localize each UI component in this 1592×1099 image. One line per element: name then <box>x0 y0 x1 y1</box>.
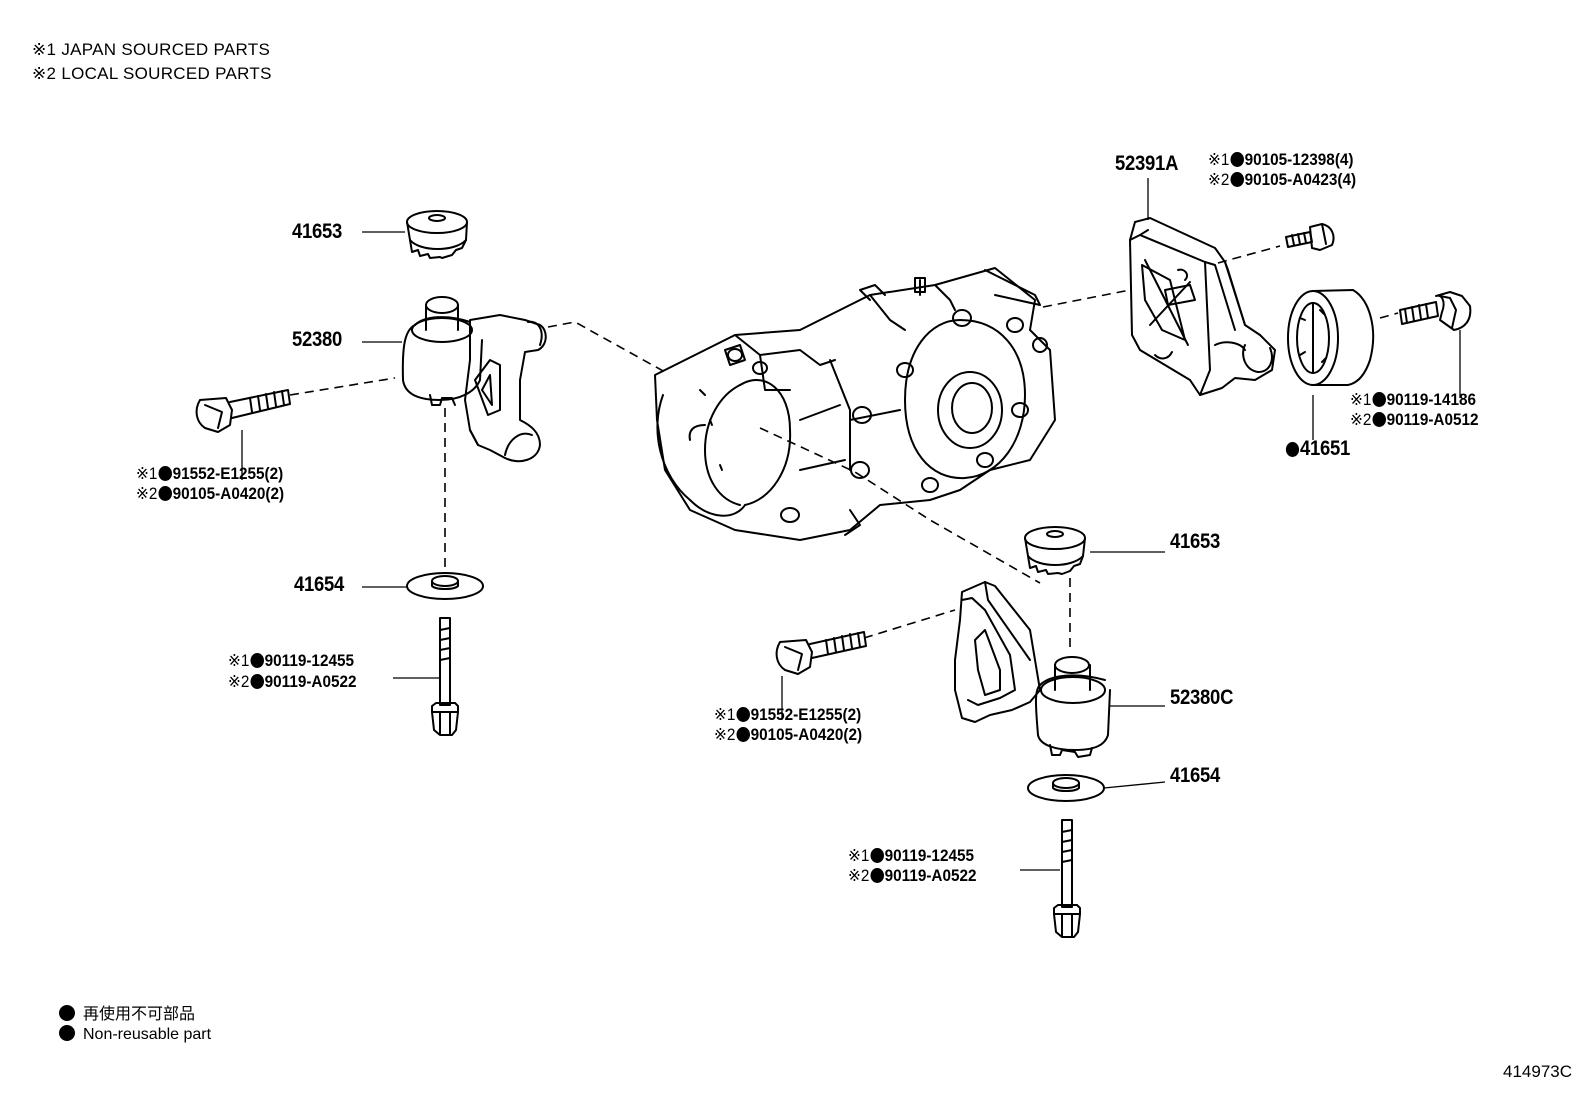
legend-jp-text: 再使用不可部品 <box>83 1006 196 1023</box>
bushing-41651 <box>1287 289 1375 386</box>
label-center-bolt-japan: ※1 91552-E1255(2) <box>714 705 861 725</box>
label-left-bolt-japan: ※1 91552-E1255(2) <box>136 464 283 484</box>
filled-circle-icon <box>736 727 750 742</box>
label-41653-right: 41653 <box>1170 530 1221 553</box>
bolt-left-vertical <box>431 617 459 736</box>
label-right-lower-bolt-japan: ※1 90119-12455 <box>848 846 974 866</box>
label-52380: 52380 <box>292 328 343 351</box>
bolt-right-horizontal <box>1399 291 1472 331</box>
note-local-sourced: ※2 LOCAL SOURCED PARTS <box>32 64 272 83</box>
washer-41654-left <box>406 572 484 600</box>
label-right-lower-bolt-local: ※2 90119-A0522 <box>848 866 977 886</box>
label-52380C: 52380C <box>1170 686 1234 709</box>
part-number: 91552-E1255(2) <box>750 705 862 724</box>
cap-41653-top <box>406 210 468 259</box>
marker-2: ※2 <box>136 484 158 503</box>
filled-circle-icon <box>59 1025 75 1041</box>
filled-circle-icon <box>158 466 172 481</box>
part-number: 91552-E1255(2) <box>172 464 284 483</box>
label-41651: 41651 <box>1285 437 1350 461</box>
label-center-bolt-local: ※2 90105-A0420(2) <box>714 725 862 745</box>
part-number: 90105-A0420(2) <box>750 725 863 744</box>
washer-41654-right <box>1027 774 1105 802</box>
legend-japanese: 再使用不可部品 <box>58 1000 195 1024</box>
filled-circle-icon <box>1230 172 1244 187</box>
mount-52380 <box>401 296 547 463</box>
marker-2: ※2 <box>714 725 736 744</box>
label-right-bolt-local: ※2 90119-A0512 <box>1350 410 1479 430</box>
differential-housing <box>654 267 1056 541</box>
part-number: 90119-A0512 <box>1386 410 1479 429</box>
part-number: 90119-14186 <box>1386 390 1476 409</box>
leader-lines <box>241 178 1461 871</box>
marker-1: ※1 <box>1350 390 1372 409</box>
marker-1: ※1 <box>848 846 870 865</box>
legend-en-text: Non-reusable part <box>83 1026 212 1043</box>
bolt-center-horizontal <box>775 631 867 675</box>
marker-2: ※2 <box>1208 170 1230 189</box>
label-41651-number: 41651 <box>1299 437 1351 460</box>
bolt-bracket-top <box>1285 223 1335 251</box>
filled-circle-icon <box>736 707 750 722</box>
filled-circle-icon <box>1372 392 1386 407</box>
filled-circle-icon <box>870 868 884 883</box>
filled-circle-icon <box>1372 412 1386 427</box>
filled-circle-icon <box>59 1005 75 1021</box>
label-left-lower-bolt-japan: ※1 90119-12455 <box>228 651 354 671</box>
part-number: 90119-12455 <box>264 651 354 670</box>
filled-circle-icon <box>870 848 884 863</box>
label-41654-left: 41654 <box>294 573 345 596</box>
marker-1: ※1 <box>136 464 158 483</box>
part-number: 90119-A0522 <box>264 672 357 691</box>
figure-id: 414973C <box>1503 1062 1573 1081</box>
label-bracket-bolt-japan: ※1 90105-12398(4) <box>1208 150 1354 170</box>
filled-circle-icon <box>158 486 172 501</box>
legend-english: Non-reusable part <box>58 1025 211 1044</box>
note-japan-sourced: ※1 JAPAN SOURCED PARTS <box>32 40 271 59</box>
label-41653-top: 41653 <box>292 220 343 243</box>
part-number: 90105-12398(4) <box>1244 150 1354 169</box>
marker-1: ※1 <box>228 651 250 670</box>
bracket-52391A <box>1129 217 1276 396</box>
filled-circle-icon <box>1285 442 1300 457</box>
bolt-left-horizontal <box>195 389 291 433</box>
part-number: 90119-12455 <box>884 846 974 865</box>
part-number: 90119-A0522 <box>884 866 977 885</box>
filled-circle-icon <box>250 674 264 689</box>
bolt-right-vertical <box>1053 819 1081 938</box>
mount-52380C <box>954 581 1111 758</box>
part-number: 90105-A0420(2) <box>172 484 285 503</box>
marker-2: ※2 <box>848 866 870 885</box>
label-left-bolt-local: ※2 90105-A0420(2) <box>136 484 284 504</box>
filled-circle-icon <box>1230 152 1244 167</box>
marker-1: ※1 <box>1208 150 1230 169</box>
part-number: 90105-A0423(4) <box>1244 170 1357 189</box>
label-41654-right: 41654 <box>1170 764 1221 787</box>
label-52391A: 52391A <box>1115 152 1179 175</box>
marker-2: ※2 <box>228 672 250 691</box>
filled-circle-icon <box>250 653 264 668</box>
label-left-lower-bolt-local: ※2 90119-A0522 <box>228 672 357 692</box>
cap-41653-right <box>1024 526 1086 575</box>
marker-1: ※1 <box>714 705 736 724</box>
label-right-bolt-japan: ※1 90119-14186 <box>1350 390 1476 410</box>
assembly-dashed-lines <box>289 245 1399 650</box>
label-bracket-bolt-local: ※2 90105-A0423(4) <box>1208 170 1356 190</box>
marker-2: ※2 <box>1350 410 1372 429</box>
